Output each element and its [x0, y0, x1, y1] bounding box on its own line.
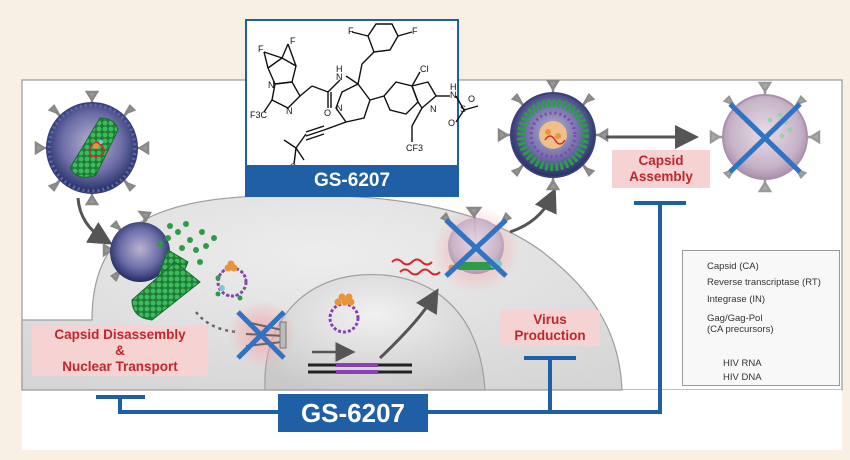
- atom-n: N: [336, 103, 343, 113]
- atom-f: F: [290, 36, 296, 46]
- rt-complex: [215, 260, 248, 301]
- legend-integrase: Integrase (IN): [707, 294, 766, 305]
- legend-capsid: Capsid (CA): [707, 261, 759, 272]
- atom-n: N: [268, 80, 275, 90]
- atom-n: N: [336, 72, 343, 82]
- legend-dna: HIV DNA: [723, 372, 762, 383]
- blocked-nuclear-entry: [228, 300, 296, 368]
- legend: Capsid (CA) Reverse transcriptase (RT) I…: [682, 250, 840, 386]
- blocked-budding-virus: [432, 206, 520, 294]
- atom-f: F: [348, 26, 354, 36]
- label-line: Capsid: [638, 153, 684, 168]
- preintegration-complex: [328, 293, 360, 334]
- immature-virus: [497, 79, 609, 191]
- atom-h: H: [450, 82, 457, 92]
- label-line: Nuclear Transport: [62, 359, 178, 374]
- mature-virus-entry: [34, 90, 150, 206]
- compound-banner-top: GS-6207: [246, 165, 458, 196]
- atom-cf3: F3C: [250, 110, 268, 120]
- chemical-structure: [263, 23, 479, 179]
- integrated-provirus: [308, 363, 412, 374]
- label-line: &: [115, 343, 125, 358]
- atom-n: N: [286, 106, 293, 116]
- atom-o: O: [324, 108, 332, 118]
- atom-f: F: [412, 26, 418, 36]
- label-line: Capsid Disassembly: [54, 327, 186, 342]
- label-line: Assembly: [629, 169, 693, 184]
- label-virus-production: Virus Production: [500, 310, 600, 346]
- released-capsid-dots: [157, 221, 217, 265]
- atom-cl: Cl: [420, 64, 429, 74]
- atom-h: H: [336, 64, 343, 74]
- fusing-virus: [102, 210, 201, 321]
- label-capsid-assembly: Capsid Assembly: [612, 150, 710, 188]
- atom-s: S: [460, 104, 467, 114]
- compound-banner-bottom: GS-6207: [278, 394, 428, 432]
- legend-rt: Reverse transcriptase (RT): [707, 277, 821, 288]
- atom-o: O: [468, 94, 476, 104]
- blocked-mature-virus: [709, 81, 821, 193]
- label-capsid-disassembly: Capsid Disassembly & Nuclear Transport: [32, 326, 208, 376]
- atom-cf3: CF3: [406, 143, 424, 153]
- legend-rna: HIV RNA: [723, 358, 762, 369]
- atom-o: O: [448, 118, 456, 128]
- atom-n: N: [450, 90, 457, 100]
- inhibition-lines: [96, 201, 686, 414]
- legend-gag: Gag/Gag-Pol: [707, 313, 763, 324]
- atom-f: F: [258, 44, 264, 54]
- label-line: Virus: [533, 312, 567, 327]
- legend-gag-sub: (CA precursors): [707, 324, 774, 335]
- label-line: Production: [514, 328, 586, 343]
- atom-n: N: [430, 104, 437, 114]
